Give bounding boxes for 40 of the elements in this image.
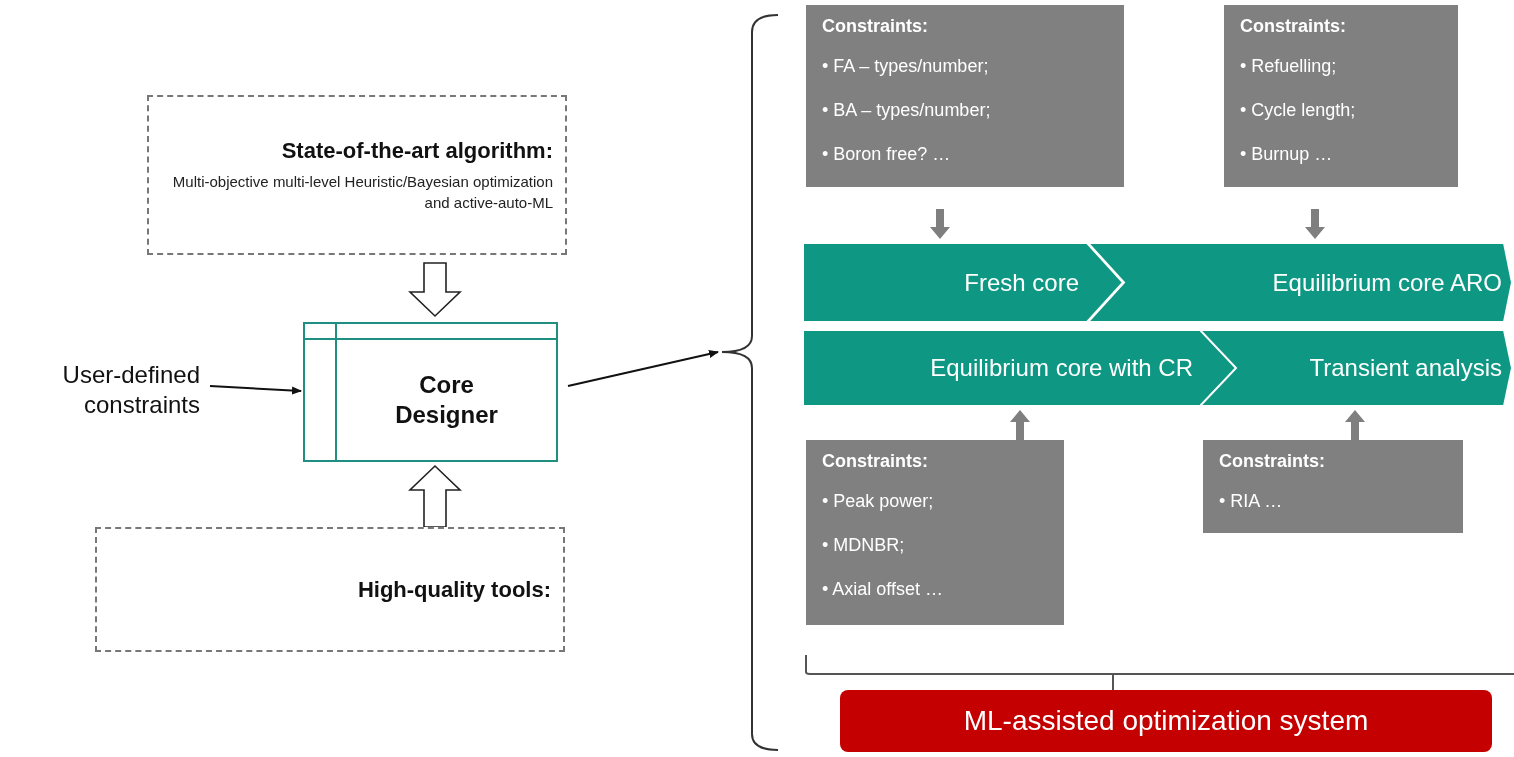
block-arrow xyxy=(1010,410,1030,440)
block-arrow xyxy=(1305,209,1325,239)
box-title: Core Designer xyxy=(394,370,499,430)
arrow xyxy=(567,350,719,387)
box-heading: Constraints: xyxy=(1219,450,1325,473)
list-item: • Axial offset … xyxy=(822,578,944,601)
list-item: • RIA … xyxy=(1219,490,1283,513)
box-heading: Constraints: xyxy=(822,450,928,473)
constraint-box xyxy=(806,5,1124,187)
arrow xyxy=(209,385,302,395)
list-item: • MDNBR; xyxy=(822,534,905,557)
stage-label: Equilibrium core with CR xyxy=(930,353,1193,383)
block-arrow xyxy=(1345,410,1365,440)
list-item: • Boron free? … xyxy=(822,143,951,166)
list-item: • Cycle length; xyxy=(1240,99,1356,122)
window-box xyxy=(303,322,558,462)
constraint-box xyxy=(1203,440,1463,533)
dashed-box xyxy=(147,95,567,255)
block-arrow xyxy=(408,262,462,318)
list-item: • Burnup … xyxy=(1240,143,1333,166)
constraint-box xyxy=(806,440,1064,625)
stage-label: Equilibrium core ARO xyxy=(1272,267,1502,298)
list-item: • FA – types/number; xyxy=(822,55,989,78)
banner-label: ML-assisted optimization system xyxy=(963,704,1369,738)
constraint-box xyxy=(1224,5,1458,187)
list-item: • BA – types/number; xyxy=(822,99,991,122)
list-item: • Peak power; xyxy=(822,490,934,513)
stage-label: Fresh core xyxy=(964,267,1079,298)
block-arrow xyxy=(408,464,462,528)
list-item: • Refuelling; xyxy=(1240,55,1337,78)
system-banner xyxy=(840,690,1492,752)
box-heading: Constraints: xyxy=(822,15,928,38)
box-heading: Constraints: xyxy=(1240,15,1346,38)
stage-label: Transient analysis xyxy=(1309,353,1502,383)
box-heading: State-of-the-art algorithm: xyxy=(281,136,553,165)
box-heading: High-quality tools: xyxy=(357,575,551,604)
dashed-box xyxy=(95,527,565,652)
input-label: User-defined constraints xyxy=(61,360,200,420)
box-text: Multi-objective multi-level Heuristic/Bayesian optimization and active-auto-ML xyxy=(171,172,553,213)
block-arrow xyxy=(930,209,950,239)
